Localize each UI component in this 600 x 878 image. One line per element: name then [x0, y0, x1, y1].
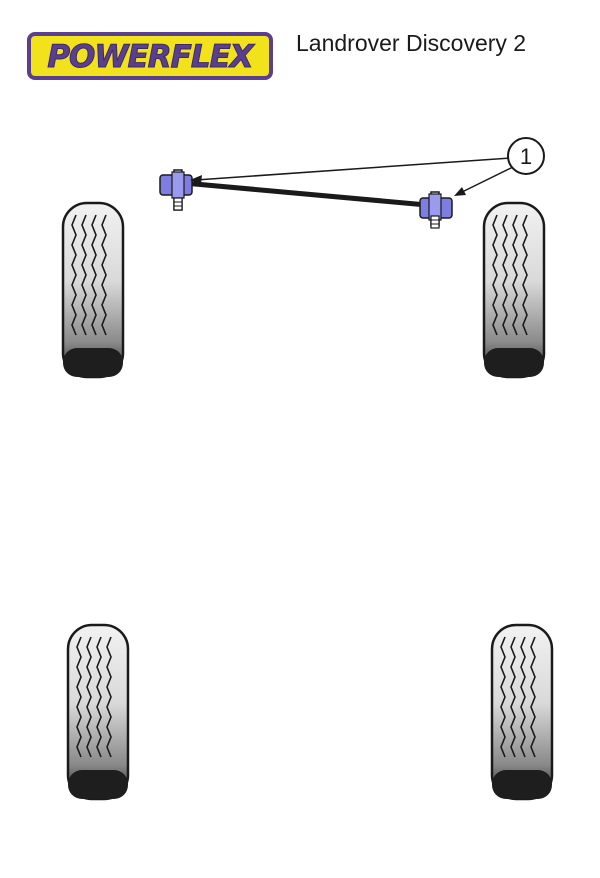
anti-roll-bar [181, 180, 441, 209]
powerflex-logo: POWERFLEX [27, 32, 273, 80]
callout-label: 1 [520, 144, 532, 169]
callout-leaders [190, 157, 514, 196]
tyre-rear-left [66, 623, 130, 801]
logo-text: POWERFLEX [47, 39, 255, 75]
tyre-front-right [482, 201, 546, 379]
bush-clamp-right [419, 191, 453, 229]
tyre-front-left [61, 201, 125, 379]
tyre-rear-right [490, 623, 554, 801]
bush-clamp-left [159, 169, 193, 211]
callout-1: 1 [507, 137, 545, 175]
page-title: Landrover Discovery 2 [296, 30, 527, 56]
